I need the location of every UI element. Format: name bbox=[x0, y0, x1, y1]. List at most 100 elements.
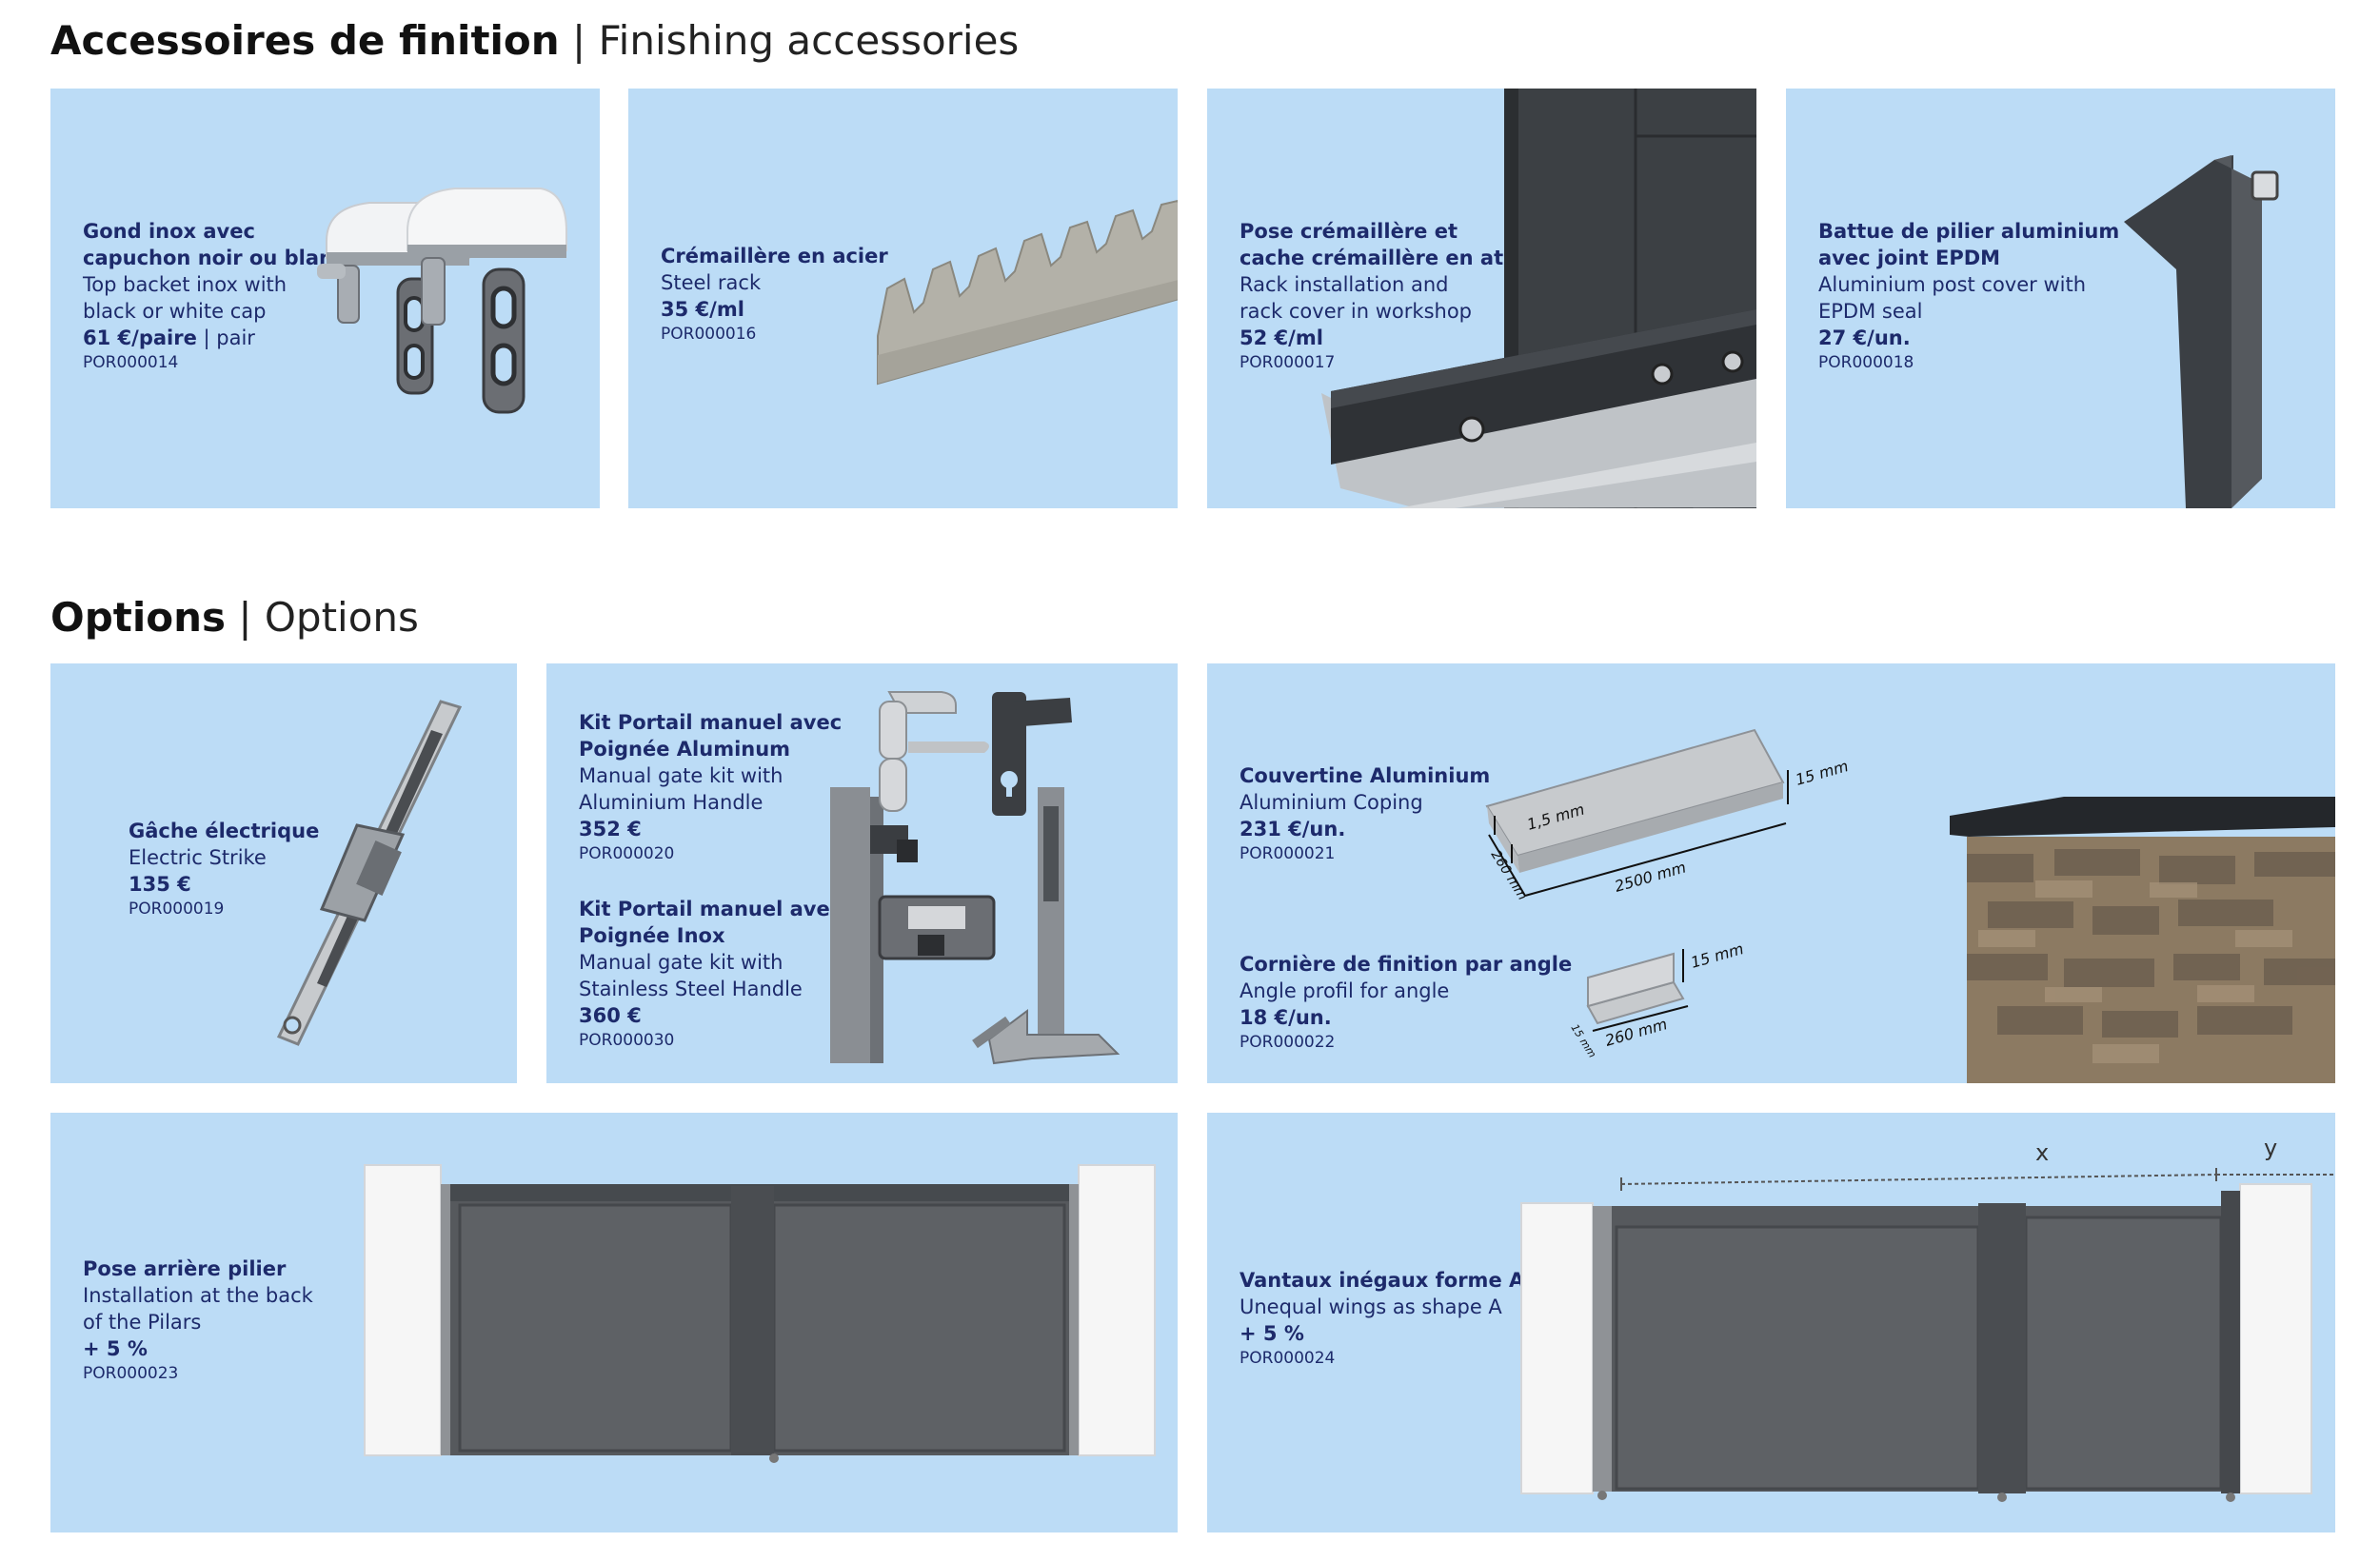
rack-price: 35 €/ml bbox=[661, 298, 744, 321]
width-x-label: x bbox=[2035, 1139, 2049, 1166]
hinge-price: 61 €/paire bbox=[83, 326, 197, 349]
strike-price: 135 € bbox=[129, 873, 191, 896]
title-separator: | bbox=[572, 17, 586, 64]
hinge-name-fr-2: capuchon noir ou blanc bbox=[83, 247, 346, 269]
angle-dim-15: 15 mm bbox=[1689, 939, 1746, 972]
coping-dim-2500: 2500 mm bbox=[1613, 858, 1688, 895]
card-unequal-wings: Vantaux inégaux forme A Unequal wings as… bbox=[1207, 1113, 2335, 1532]
strike-name-en: Electric Strike bbox=[129, 846, 267, 869]
hinge-name-en-1: Top backet inox with bbox=[83, 273, 288, 296]
options-section-title: Options | Options bbox=[50, 594, 419, 641]
hinge-right bbox=[407, 188, 567, 414]
strike-name-fr: Gâche électrique bbox=[129, 820, 320, 842]
kit-inox-text: Kit Portail manuel avec Poignée Inox Man… bbox=[579, 896, 842, 1052]
finishing-section-title: Accessoires de finition | Finishing acce… bbox=[50, 17, 1019, 64]
kit-alu-name-en-1: Manual gate kit with bbox=[579, 764, 783, 787]
unequal-name-fr: Vantaux inégaux forme A bbox=[1240, 1269, 1525, 1292]
kit-alu-price: 352 € bbox=[579, 818, 642, 840]
rack-install-name-fr-1: Pose crémaillère et bbox=[1240, 220, 1458, 243]
rack-install-text: Pose crémaillère et cache crémaillère en… bbox=[1240, 218, 1554, 374]
unequal-wings-gate-image: x y bbox=[1520, 1135, 2335, 1502]
post-cover-image bbox=[2124, 155, 2279, 508]
back-pillar-name-en-2: of the Pilars bbox=[83, 1311, 202, 1334]
kit-inox-name-fr-2: Poignée Inox bbox=[579, 924, 725, 947]
coping-name-en: Aluminium Coping bbox=[1240, 791, 1423, 814]
kit-inox-name-en-1: Manual gate kit with bbox=[579, 951, 783, 974]
angle-dim-side: 15 mm bbox=[1568, 1022, 1598, 1060]
finishing-title-fr: Accessoires de finition bbox=[50, 17, 560, 64]
card-back-pillar: Pose arrière pilier Installation at the … bbox=[50, 1113, 1178, 1532]
hinge-price-line: 61 €/paire | pair bbox=[83, 325, 345, 351]
strike-ref: POR000019 bbox=[129, 900, 225, 919]
back-pillar-ref: POR000023 bbox=[83, 1364, 179, 1383]
stone-wall-image bbox=[1950, 797, 2335, 1083]
kit-inox-price: 360 € bbox=[579, 1004, 642, 1027]
post-cover-name-en-1: Aluminium post cover with bbox=[1818, 273, 2087, 296]
rack-install-name-en-2: rack cover in workshop bbox=[1240, 300, 1473, 323]
kit-alu-text: Kit Portail manuel avec Poignée Aluminum… bbox=[579, 709, 842, 865]
options-title-en: Options bbox=[264, 594, 419, 641]
back-pillar-name-fr: Pose arrière pilier bbox=[83, 1257, 287, 1280]
kit-alu-name-en-2: Aluminium Handle bbox=[579, 791, 764, 814]
rack-text: Crémaillère en acier Steel rack 35 €/ml … bbox=[661, 243, 888, 346]
coping-price: 231 €/un. bbox=[1240, 818, 1346, 840]
coping-dim-15-top: 15 mm bbox=[1794, 757, 1851, 789]
kit-inox-ref: POR000030 bbox=[579, 1031, 675, 1050]
rack-install-price: 52 €/ml bbox=[1240, 326, 1323, 349]
post-cover-ref: POR000018 bbox=[1818, 353, 1914, 372]
rack-install-ref: POR000017 bbox=[1240, 353, 1336, 372]
card-hinge: Gond inox avec capuchon noir ou blanc To… bbox=[50, 89, 600, 508]
post-cover-price: 27 €/un. bbox=[1818, 326, 1911, 349]
coping-diagram: 15 mm 1,5 mm 2500 mm 260 mm 15 mm 260 mm… bbox=[1485, 728, 1851, 1060]
card-electric-strike: Gâche électrique Electric Strike 135 € P… bbox=[50, 663, 517, 1083]
unequal-name-en: Unequal wings as shape A bbox=[1240, 1295, 1502, 1318]
unequal-ref: POR000024 bbox=[1240, 1349, 1336, 1368]
width-y-label: y bbox=[2264, 1135, 2277, 1161]
hinge-ref: POR000014 bbox=[83, 353, 179, 372]
post-cover-name-en-2: EPDM seal bbox=[1818, 300, 1923, 323]
card-gate-kits: Kit Portail manuel avec Poignée Aluminum… bbox=[546, 663, 1178, 1083]
post-cover-name-fr-2: avec joint EPDM bbox=[1818, 247, 2001, 269]
kit-inox-name-fr-1: Kit Portail manuel avec bbox=[579, 898, 843, 920]
angle-text: Cornière de finition par angle Angle pro… bbox=[1240, 951, 1572, 1054]
steel-rack-image bbox=[877, 199, 1178, 386]
options-title-fr: Options bbox=[50, 594, 226, 641]
electric-strike-image bbox=[276, 700, 463, 1046]
back-pillar-text: Pose arrière pilier Installation at the … bbox=[83, 1256, 313, 1385]
angle-price: 18 €/un. bbox=[1240, 1006, 1332, 1029]
finishing-title-en: Finishing accessories bbox=[598, 17, 1020, 64]
card-rack-installation: Pose crémaillère et cache crémaillère en… bbox=[1207, 89, 1756, 508]
rack-installation-image bbox=[1321, 89, 1756, 508]
kit-alu-ref: POR000020 bbox=[579, 844, 675, 863]
kit-alu-name-fr-1: Kit Portail manuel avec bbox=[579, 711, 843, 734]
kit-alu-name-fr-2: Poignée Aluminum bbox=[579, 738, 791, 761]
back-pillar-name-en-1: Installation at the back bbox=[83, 1284, 313, 1307]
hinge-price-suffix: | pair bbox=[196, 326, 255, 349]
angle-ref: POR000022 bbox=[1240, 1033, 1336, 1052]
rack-name-fr: Crémaillère en acier bbox=[661, 245, 888, 267]
angle-name-en: Angle profil for angle bbox=[1240, 979, 1450, 1002]
back-pillar-gate-image bbox=[364, 1164, 1156, 1463]
coping-name-fr: Couvertine Aluminium bbox=[1240, 764, 1491, 787]
angle-name-fr: Cornière de finition par angle bbox=[1240, 953, 1573, 976]
unequal-price: + 5 % bbox=[1240, 1322, 1304, 1345]
hinge-name-en-2: black or white cap bbox=[83, 300, 267, 323]
strike-text: Gâche électrique Electric Strike 135 € P… bbox=[129, 818, 319, 920]
post-cover-text: Battue de pilier aluminium avec joint EP… bbox=[1818, 218, 2119, 374]
coping-text: Couvertine Aluminium Aluminium Coping 23… bbox=[1240, 762, 1490, 865]
rack-install-name-fr-2: cache crémaillère en atelier bbox=[1240, 247, 1555, 269]
card-post-cover: Battue de pilier aluminium avec joint EP… bbox=[1786, 89, 2335, 508]
gate-kit-image bbox=[830, 691, 1121, 1065]
rack-name-en: Steel rack bbox=[661, 271, 762, 294]
coping-ref: POR000021 bbox=[1240, 844, 1336, 863]
card-steel-rack: Crémaillère en acier Steel rack 35 €/ml … bbox=[628, 89, 1178, 508]
rack-ref: POR000016 bbox=[661, 325, 757, 344]
hinge-text: Gond inox avec capuchon noir ou blanc To… bbox=[83, 218, 345, 374]
card-coping: Couvertine Aluminium Aluminium Coping 23… bbox=[1207, 663, 2335, 1083]
options-title-separator: | bbox=[238, 594, 252, 641]
unequal-text: Vantaux inégaux forme A Unequal wings as… bbox=[1240, 1267, 1524, 1370]
kit-inox-name-en-2: Stainless Steel Handle bbox=[579, 978, 803, 1000]
hinge-image bbox=[317, 188, 567, 414]
back-pillar-price: + 5 % bbox=[83, 1337, 148, 1360]
post-cover-name-fr-1: Battue de pilier aluminium bbox=[1818, 220, 2120, 243]
